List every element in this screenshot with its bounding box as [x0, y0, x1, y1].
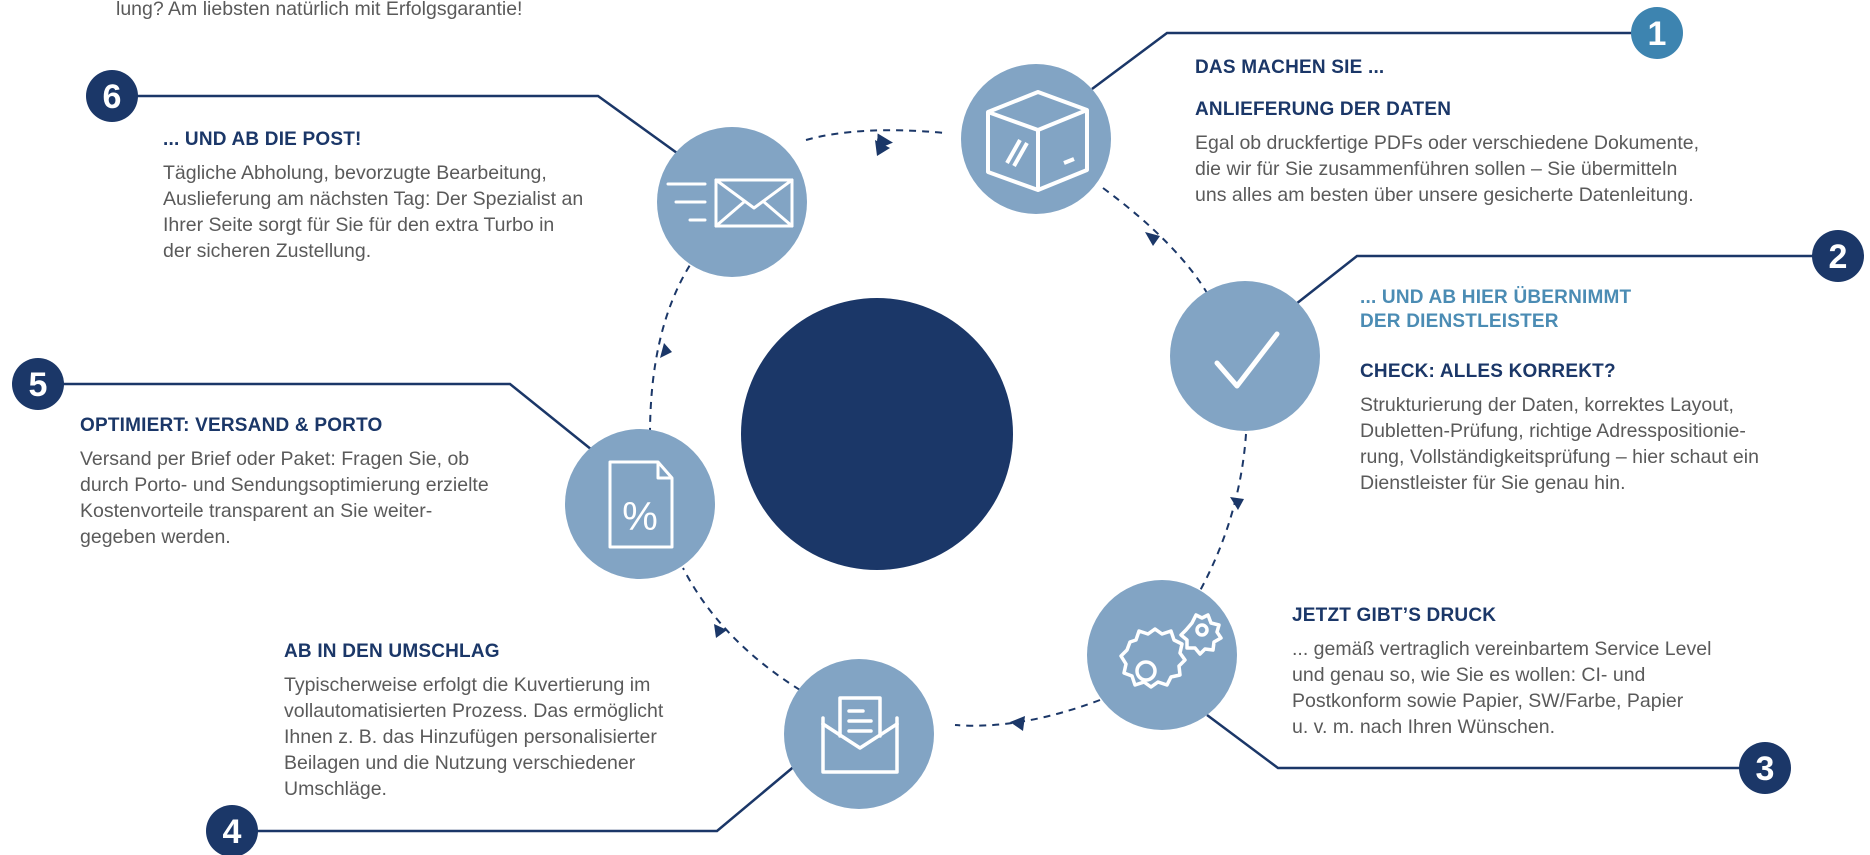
intro-text: lung? Am liebsten natürlich mit Erfolgsg… — [116, 0, 523, 20]
step-5-node: % — [565, 429, 715, 579]
badge-6-number: 6 — [103, 78, 122, 116]
step-2-text: ... UND AB HIER ÜBERNIMMT DER DIENSTLEIS… — [1360, 286, 1830, 496]
step-1-text: DAS MACHEN SIE ... ANLIEFERUNG DER DATEN… — [1195, 56, 1795, 208]
step-2-line-2: Dubletten-Prüfung, richtige Adresspositi… — [1360, 420, 1746, 442]
badge-4-number: 4 — [223, 813, 242, 851]
arrowhead-2 — [1145, 232, 1160, 246]
checkmark-icon — [1214, 331, 1280, 389]
badge-5-number: 5 — [29, 366, 48, 404]
step-6-title: ... UND AB DIE POST! — [163, 129, 362, 150]
connector-6 — [136, 94, 678, 155]
arrow-2-to-3 — [1195, 433, 1247, 599]
badge-2: 2 — [1812, 230, 1864, 282]
step-5-line-3: Kostenvorteile transparent an Sie weiter… — [80, 500, 433, 522]
step-4-line-3: Ihnen z. B. das Hinzufügen personalisier… — [284, 726, 657, 748]
step-1-title: ANLIEFERUNG DER DATEN — [1195, 99, 1452, 120]
step-5-text: OPTIMIERT: VERSAND & PORTO Versand per B… — [80, 414, 560, 550]
connector-3 — [1206, 713, 1758, 770]
percent-document-icon — [608, 460, 674, 549]
step-3-line-1: ... gemäß vertraglich vereinbartem Servi… — [1292, 638, 1712, 660]
step-5-line-2: durch Porto- und Sendungsoptimierung erz… — [80, 474, 489, 496]
step-6-line-2: Auslieferung am nächsten Tag: Der Spezia… — [163, 188, 584, 210]
arrowhead-1 — [875, 140, 890, 156]
badge-6: 6 — [86, 70, 138, 122]
step-3-text: JETZT GIBT’S DRUCK ... gemäß vertraglich… — [1292, 604, 1772, 740]
step-1-line-1: Egal ob druckfertige PDFs oder verschied… — [1195, 132, 1700, 154]
badge-2-number: 2 — [1829, 238, 1848, 276]
step-6-line-1: Tägliche Abholung, bevorzugte Bearbeitun… — [163, 162, 547, 184]
cycle-arrowheads — [660, 140, 1244, 731]
step-5-title: OPTIMIERT: VERSAND & PORTO — [80, 415, 383, 436]
step-3-line-4: u. v. m. nach Ihren Wünschen. — [1292, 716, 1556, 738]
package-box-icon — [986, 90, 1089, 192]
step-6-node — [657, 127, 807, 277]
step-4-line-1: Typischerweise erfolgt die Kuvertierung … — [284, 674, 651, 696]
step-1-heading: DAS MACHEN SIE ... — [1195, 57, 1385, 78]
step-3-title: JETZT GIBT’S DRUCK — [1292, 605, 1497, 626]
step-2-heading-line-1: ... UND AB HIER ÜBERNIMMT — [1360, 287, 1632, 308]
arrow-3-to-4 — [954, 699, 1101, 727]
step-4-text: AB IN DEN UMSCHLAG Typischerweise erfolg… — [284, 640, 744, 802]
step-1-node — [961, 64, 1111, 214]
envelope-letter-icon — [821, 696, 899, 774]
step-2-heading-line-2: DER DIENSTLEISTER — [1360, 311, 1559, 332]
step-2-title: CHECK: ALLES KORREKT? — [1360, 361, 1616, 382]
step-5-line-4: gegeben werden. — [80, 526, 231, 548]
arrowhead-5 — [714, 624, 727, 638]
connector-1 — [1091, 31, 1634, 91]
step-6-line-4: der sicheren Zustellung. — [163, 240, 372, 262]
badge-4: 4 — [206, 805, 258, 855]
connector-lines — [60, 31, 1830, 833]
arrow-5-to-6 — [649, 264, 691, 436]
badge-3: 3 — [1739, 742, 1791, 794]
badge-1: 1 — [1631, 7, 1683, 59]
arrowhead-6 — [660, 343, 672, 358]
arrowhead-3 — [1230, 497, 1244, 510]
step-4-line-2: vollautomatisierten Prozess. Das ermögli… — [284, 700, 664, 722]
step-2-node — [1170, 281, 1320, 431]
step-2-line-3: rung, Vollständigkeitsprüfung – hier sch… — [1360, 446, 1759, 468]
step-4-node — [784, 659, 934, 809]
connector-5 — [60, 382, 593, 451]
gears-icon — [1119, 613, 1223, 689]
step-6-text: ... UND AB DIE POST! Tägliche Abholung, … — [163, 128, 643, 264]
connector-4 — [232, 763, 798, 833]
step-6-line-3: Ihrer Seite sorgt für Sie für den extra … — [163, 214, 555, 236]
step-3-line-3: Postkonform sowie Papier, SW/Farbe, Papi… — [1292, 690, 1684, 712]
arrow-6-to-1 — [805, 129, 946, 141]
badge-1-number: 1 — [1648, 15, 1667, 53]
arrowhead-4 — [1010, 716, 1025, 731]
percent-glyph: % — [622, 495, 658, 539]
step-3-node — [1087, 580, 1237, 730]
fast-mail-icon — [666, 178, 794, 228]
step-4-title: AB IN DEN UMSCHLAG — [284, 641, 500, 662]
badge-3-number: 3 — [1756, 750, 1775, 788]
step-5-line-1: Versand per Brief oder Paket: Fragen Sie… — [80, 448, 470, 470]
connector-2 — [1295, 254, 1830, 305]
step-1-line-2: die wir für Sie zusammenführen sollen – … — [1195, 158, 1678, 180]
step-4-line-5: Umschläge. — [284, 778, 387, 800]
arrow-1-to-2 — [1102, 187, 1211, 299]
step-3-line-2: und genau so, wie Sie es wollen: CI- und — [1292, 664, 1646, 686]
step-2-line-1: Strukturierung der Daten, korrektes Layo… — [1360, 394, 1734, 416]
center-circle — [741, 298, 1013, 570]
step-1-line-3: uns alles am besten über unsere gesicher… — [1195, 184, 1694, 206]
step-2-line-4: Dienstleister für Sie genau hin. — [1360, 472, 1626, 494]
step-4-line-4: Beilagen und die Nutzung verschiedener — [284, 752, 636, 774]
badge-5: 5 — [12, 358, 64, 410]
